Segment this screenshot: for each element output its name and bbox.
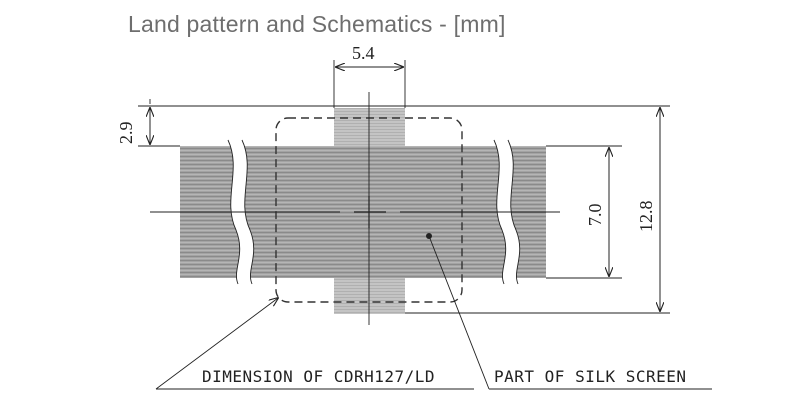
dimension-label-5-4: 5.4 — [352, 43, 375, 63]
dimension-inner-height: 7.0 — [546, 145, 622, 279]
dimension-top-width: 5.4 — [333, 43, 406, 108]
callout-dimension-label: DIMENSION OF CDRH127/LD — [202, 367, 435, 386]
callout-silk-screen-label: PART OF SILK SCREEN — [494, 367, 687, 386]
diagram-title: Land pattern and Schematics - [mm] — [128, 11, 506, 37]
dimension-outer-height: 12.8 — [405, 108, 670, 314]
callout-silk-screen: PART OF SILK SCREEN — [426, 233, 712, 390]
bottom-land-pad — [334, 278, 405, 314]
dimension-label-7-0: 7.0 — [585, 204, 605, 227]
top-land-pad — [334, 108, 405, 146]
dimension-label-2-9: 2.9 — [116, 122, 136, 145]
dimension-label-12-8: 12.8 — [636, 201, 656, 233]
dimension-left-gap: 2.9 — [116, 99, 670, 147]
callout-dimension: DIMENSION OF CDRH127/LD — [155, 298, 474, 390]
